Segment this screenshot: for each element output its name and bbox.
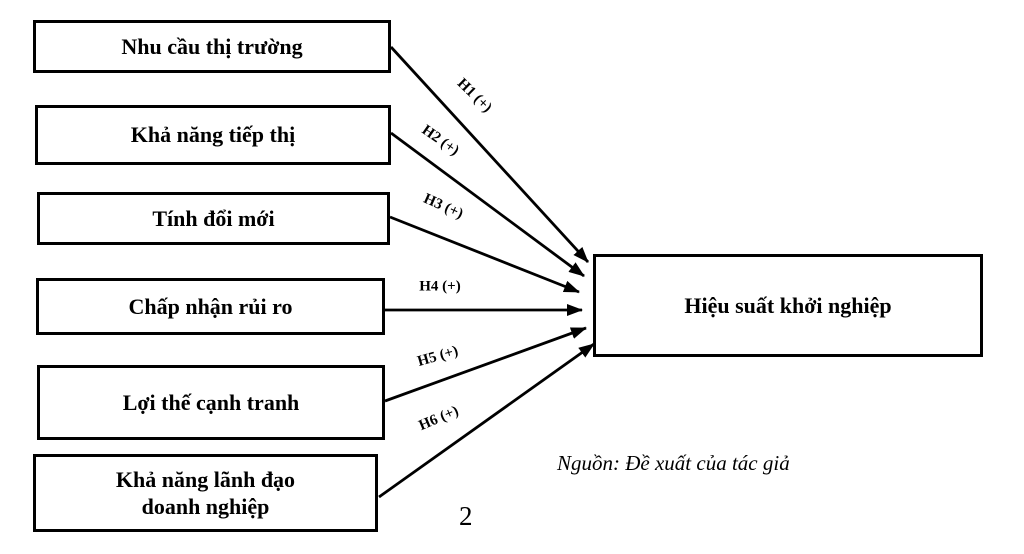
page-number: 2	[459, 501, 473, 531]
source-note: Nguồn: Đề xuất của tác giả	[557, 451, 790, 475]
factor-box-risk-taking: Chấp nhận rủi ro	[36, 278, 385, 335]
arrow-h5	[384, 326, 587, 403]
arrow-h3	[389, 215, 580, 294]
factor-box-marketing-capability: Khả năng tiếp thị	[35, 105, 391, 165]
outcome-box-startup-performance: Hiệu suất khởi nghiệp	[593, 254, 983, 357]
factor-box-business-leadership: Khả năng lãnh đạo doanh nghiệp	[33, 454, 378, 532]
factor-label: Chấp nhận rủi ro	[128, 293, 293, 319]
factor-box-innovativeness: Tính đổi mới	[37, 192, 390, 245]
arrow-h1	[389, 46, 590, 263]
arrow-h2	[390, 131, 585, 278]
outcome-label: Hiệu suất khởi nghiệp	[684, 292, 892, 318]
factor-label: Tính đổi mới	[152, 205, 275, 231]
factor-box-market-demand: Nhu cầu thị trường	[33, 20, 391, 73]
factor-label: Khả năng lãnh đạo doanh nghiệp	[115, 466, 296, 520]
factor-label: Nhu cầu thị trường	[121, 33, 303, 59]
arrow-h6	[378, 342, 595, 499]
factor-label: Lợi thế cạnh tranh	[122, 389, 300, 415]
factor-box-competitive-advantage: Lợi thế cạnh tranh	[37, 365, 385, 440]
factor-label: Khả năng tiếp thị	[130, 122, 296, 148]
hypothesis-label-h4: H4 (+)	[419, 278, 461, 295]
